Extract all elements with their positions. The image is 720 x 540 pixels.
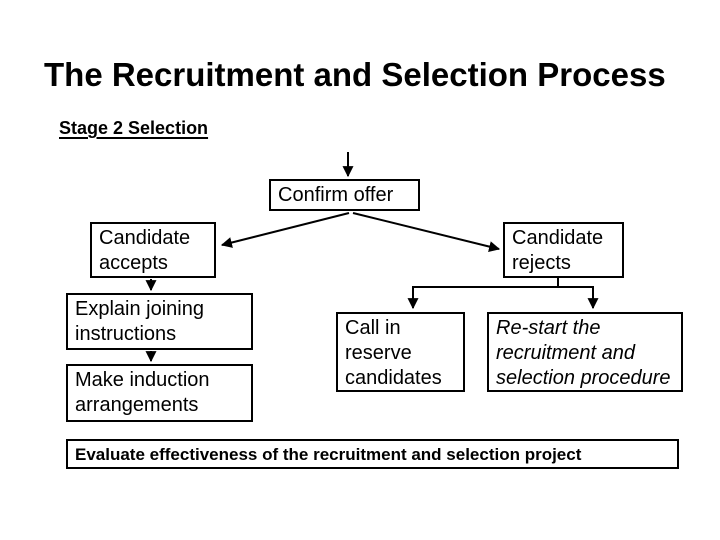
stage-2-selection-heading: Stage 2 Selection bbox=[59, 118, 209, 138]
call-in-reserve-candidates-node: Call in reserve candidates bbox=[336, 312, 465, 392]
confirm-offer-node: Confirm offer bbox=[269, 179, 420, 211]
candidate-rejects-node: Candidate rejects bbox=[503, 222, 624, 278]
arrow-confirm-to-accepts bbox=[220, 212, 350, 248]
restart-procedure-node: Re-start the recruitment and selection p… bbox=[487, 312, 683, 392]
evaluate-effectiveness-node: Evaluate effectiveness of the recruitmen… bbox=[66, 439, 679, 469]
candidate-accepts-node: Candidate accepts bbox=[90, 222, 216, 278]
explain-joining-instructions-node: Explain joining instructions bbox=[66, 293, 253, 350]
arrow-confirm-to-rejects bbox=[352, 212, 501, 252]
slide-title: The Recruitment and Selection Process bbox=[44, 56, 666, 93]
make-induction-arrangements-node: Make induction arrangements bbox=[66, 364, 253, 422]
